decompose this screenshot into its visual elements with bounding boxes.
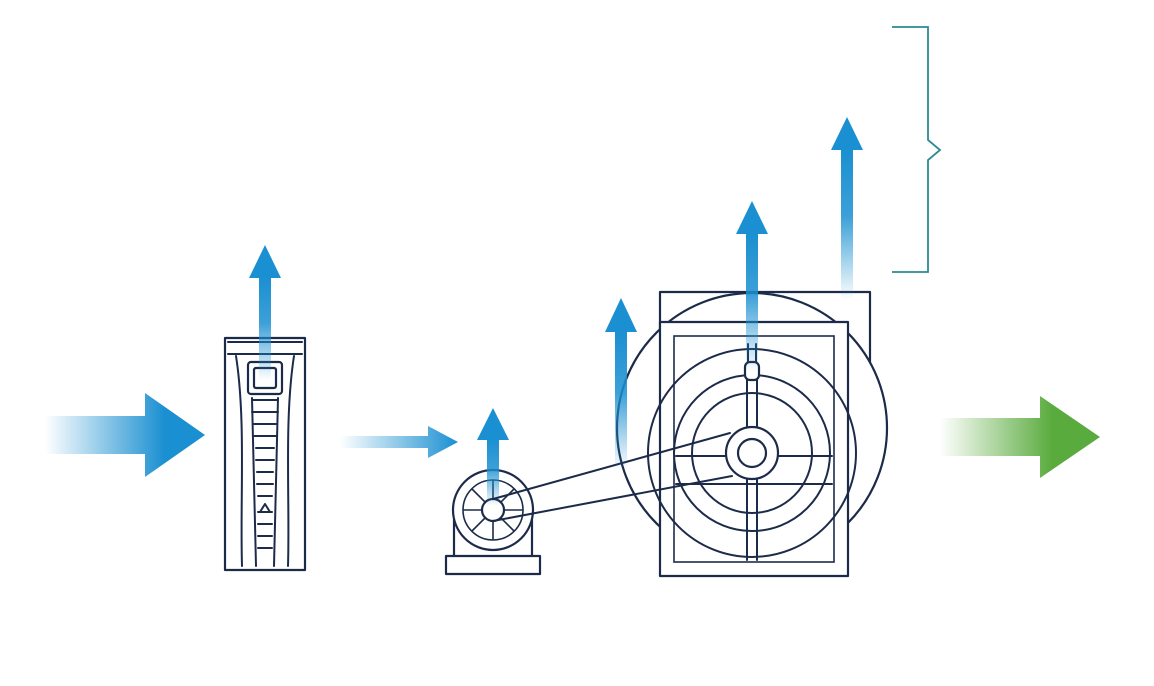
drive-loss-arrow	[249, 245, 281, 380]
fan-loss-arrow-2	[736, 201, 768, 372]
drive-to-motor-arrow	[340, 426, 458, 458]
fan-loss-arrow-3	[831, 117, 863, 300]
centrifugal-fan-icon	[615, 290, 889, 578]
fan-loss-arrow-1	[605, 298, 637, 470]
output-energy-arrow	[940, 396, 1100, 478]
losses-bracket	[892, 26, 942, 273]
electric-motor-icon	[444, 468, 542, 576]
motor-loss-arrow	[477, 408, 509, 506]
input-energy-arrow	[45, 393, 205, 477]
belt-drive	[492, 432, 733, 522]
